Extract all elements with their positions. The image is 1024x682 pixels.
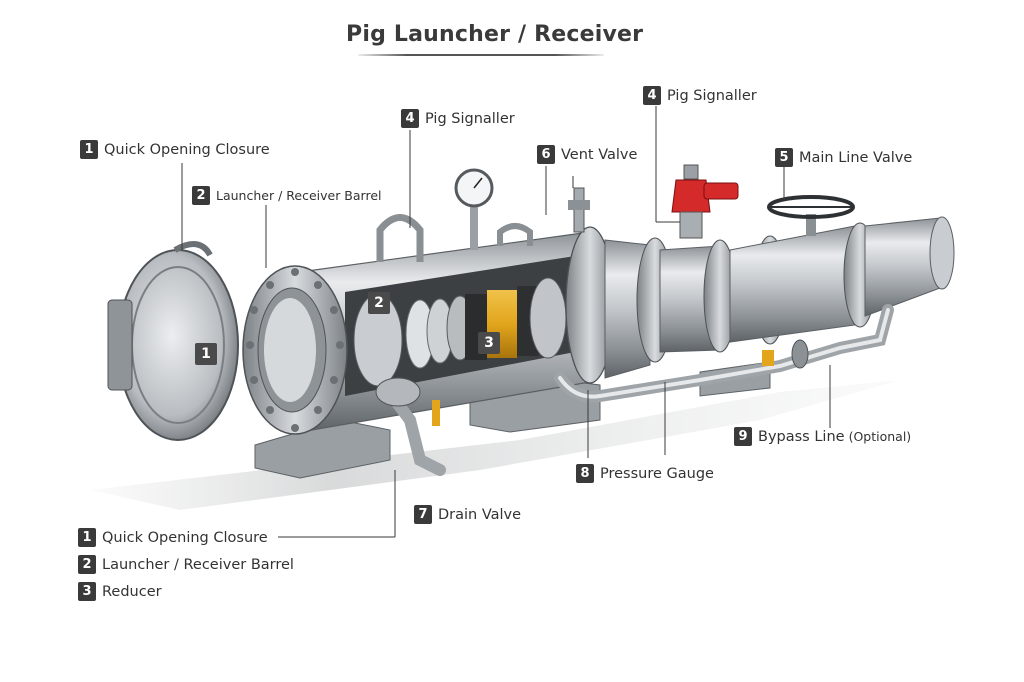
legend-item-barrel: 2 Launcher / Receiver Barrel: [78, 555, 294, 574]
callout-pig-signaller-right: 4 Pig Signaller: [643, 86, 757, 105]
ground-shadow: [90, 380, 900, 510]
callout-number: 5: [775, 148, 793, 167]
callout-number: 4: [643, 86, 661, 105]
legend-number: 2: [78, 555, 96, 574]
callout-number: 9: [734, 427, 752, 446]
callout-number: 2: [192, 186, 210, 205]
inline-badge-closure: 1: [195, 343, 217, 365]
callout-number: 7: [414, 505, 432, 524]
callout-number: 1: [80, 140, 98, 159]
callout-launcher-barrel: 2 Launcher / Receiver Barrel: [192, 186, 382, 205]
main-line-pipe: [864, 217, 941, 317]
callout-number: 6: [537, 145, 555, 164]
closure-handle: [173, 241, 213, 257]
leader-lines: [181, 106, 831, 538]
pig-signaller-red: [671, 179, 711, 213]
callout-label: Vent Valve: [561, 146, 638, 163]
callout-label: Quick Opening Closure: [104, 141, 270, 158]
legend-item-closure: 1 Quick Opening Closure: [78, 528, 268, 547]
callout-main-line-valve: 5 Main Line Valve: [775, 148, 912, 167]
callout-quick-opening-closure: 1 Quick Opening Closure: [80, 140, 270, 159]
title-underline: [358, 54, 604, 56]
callout-label: Pig Signaller: [425, 110, 515, 127]
callout-note: (Optional): [848, 429, 912, 444]
legend-label: Reducer: [102, 583, 162, 600]
closure-door: [117, 249, 239, 441]
legend-number: 1: [78, 528, 96, 547]
legend-item-reducer: 3 Reducer: [78, 582, 162, 601]
valve-handwheel: [767, 195, 855, 219]
callout-label: Launcher / Receiver Barrel: [216, 188, 382, 203]
callout-bypass-line: 9 Bypass Line (Optional): [734, 427, 911, 446]
legend-label: Launcher / Receiver Barrel: [102, 556, 294, 573]
callout-label: Main Line Valve: [799, 149, 913, 166]
callout-label: Drain Valve: [438, 506, 522, 523]
inline-badge-reducer: 3: [478, 332, 500, 354]
callout-number: 8: [576, 464, 594, 483]
drain-valve: [389, 394, 446, 476]
closure-hinge: [107, 299, 133, 391]
legend-label: Quick Opening Closure: [102, 529, 268, 546]
flange-bolts: [246, 268, 344, 432]
pig-internals: [353, 277, 567, 387]
inline-badge-barrel: 2: [368, 292, 390, 314]
callout-number: 4: [401, 109, 419, 128]
callout-label: Bypass Line: [758, 428, 845, 445]
callout-vent-valve: 6 Vent Valve: [537, 145, 637, 164]
callout-label: Pig Signaller: [667, 87, 757, 104]
callout-pig-signaller-left: 4 Pig Signaller: [401, 109, 515, 128]
callout-drain-valve: 7 Drain Valve: [414, 505, 521, 524]
lifting-lug: [376, 214, 424, 262]
legend-number: 3: [78, 582, 96, 601]
callout-pressure-gauge: 8 Pressure Gauge: [576, 464, 714, 483]
diagram-title: Pig Launcher / Receiver: [346, 22, 644, 47]
callout-label: Pressure Gauge: [600, 465, 714, 482]
